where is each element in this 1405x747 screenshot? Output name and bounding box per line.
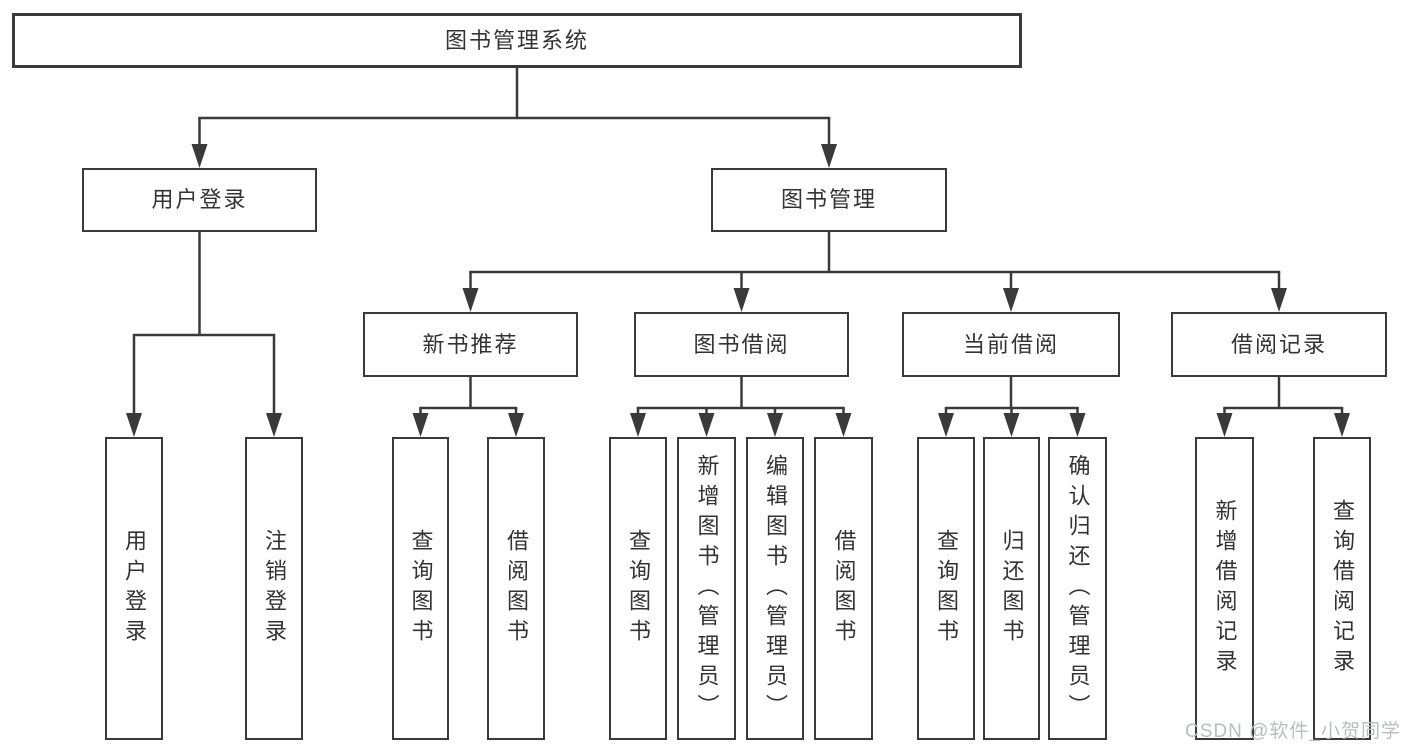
node-label: 查询图书 bbox=[626, 528, 651, 649]
leaf-confirm-return-admin: 确认归还（管理员） bbox=[1048, 437, 1107, 740]
node-book-management: 图书管理 bbox=[711, 168, 947, 232]
node-borrow-records: 借阅记录 bbox=[1171, 312, 1387, 377]
leaf-return-books: 归还图书 bbox=[983, 437, 1040, 740]
leaf-query-books: 查询图书 bbox=[609, 437, 667, 740]
node-label: 归还图书 bbox=[999, 528, 1025, 649]
node-label: 借阅记录 bbox=[1230, 331, 1327, 357]
leaf-borrow-books: 借阅图书 bbox=[814, 437, 873, 740]
node-label: 图书管理系统 bbox=[444, 27, 589, 53]
node-user-login: 用户登录 bbox=[82, 168, 317, 232]
node-current-borrow: 当前借阅 bbox=[902, 312, 1120, 377]
node-label: 查询图书 bbox=[408, 528, 434, 649]
node-label: 借阅图书 bbox=[831, 528, 857, 649]
node-label: 借阅图书 bbox=[504, 528, 529, 649]
leaf-query-books: 查询图书 bbox=[917, 437, 975, 740]
leaf-user-login: 用户登录 bbox=[105, 437, 163, 740]
node-new-book-recommend: 新书推荐 bbox=[363, 312, 578, 377]
leaf-borrow-books: 借阅图书 bbox=[487, 437, 545, 740]
node-label: 用户登录 bbox=[122, 528, 147, 649]
leaf-query-borrow-record: 查询借阅记录 bbox=[1313, 437, 1371, 740]
node-label: 确认归还（管理员） bbox=[1065, 453, 1091, 724]
node-book-borrow: 图书借阅 bbox=[634, 312, 849, 377]
node-label: 新增借阅记录 bbox=[1212, 498, 1238, 679]
leaf-logout-login: 注销登录 bbox=[245, 437, 303, 740]
node-label: 查询借阅记录 bbox=[1330, 498, 1355, 679]
csdn-watermark: CSDN @软件_小贺同学 bbox=[1185, 721, 1401, 742]
leaf-edit-books-admin: 编辑图书（管理员） bbox=[746, 437, 804, 740]
leaf-query-books: 查询图书 bbox=[392, 437, 449, 740]
node-label: 用户登录 bbox=[151, 187, 248, 212]
node-label: 当前借阅 bbox=[962, 331, 1059, 357]
node-label: 图书借阅 bbox=[693, 331, 790, 357]
node-library-management-system: 图书管理系统 bbox=[12, 13, 1022, 68]
node-label: 图书管理 bbox=[780, 187, 877, 212]
node-label: 新书推荐 bbox=[422, 331, 519, 357]
node-label: 新增图书（管理员） bbox=[694, 453, 720, 724]
leaf-add-books-admin: 新增图书（管理员） bbox=[677, 437, 736, 740]
leaf-add-borrow-record: 新增借阅记录 bbox=[1195, 437, 1254, 740]
node-label: 注销登录 bbox=[262, 528, 287, 649]
node-label: 查询图书 bbox=[934, 528, 959, 649]
node-label: 编辑图书（管理员） bbox=[763, 453, 788, 724]
